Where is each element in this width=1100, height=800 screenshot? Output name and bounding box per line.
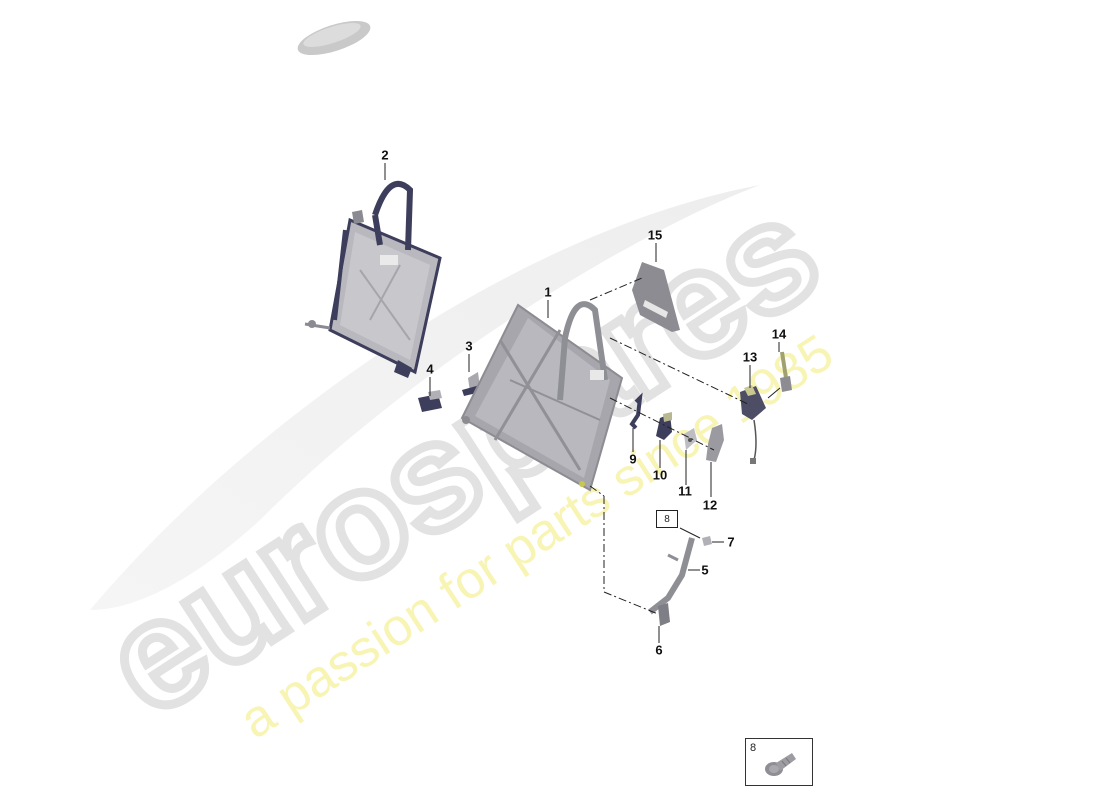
part-6-end-cap bbox=[658, 603, 670, 626]
assembly-lines bbox=[589, 277, 751, 615]
part-7-washer bbox=[702, 536, 712, 546]
callout-15[interactable]: 15 bbox=[647, 227, 663, 243]
callout-2[interactable]: 2 bbox=[381, 147, 389, 163]
callout-14[interactable]: 14 bbox=[771, 326, 787, 342]
car-silhouette-icon bbox=[297, 20, 371, 56]
callout-11[interactable]: 11 bbox=[678, 483, 692, 499]
part-1-main-frame bbox=[460, 301, 624, 492]
part-14-cable bbox=[780, 351, 792, 392]
callout-5[interactable]: 5 bbox=[701, 562, 709, 578]
callout-7[interactable]: 7 bbox=[727, 534, 735, 550]
legend-part-8[interactable]: 8 bbox=[745, 738, 813, 786]
callout-1[interactable]: 1 bbox=[544, 284, 552, 300]
callout-6[interactable]: 6 bbox=[655, 642, 663, 658]
bolt-icon bbox=[765, 753, 796, 776]
callout-4[interactable]: 4 bbox=[426, 361, 434, 377]
part-2-backrest-frame bbox=[304, 180, 442, 378]
part-10-latch bbox=[656, 412, 672, 440]
part-4-bracket bbox=[418, 390, 442, 412]
part-13-actuator bbox=[740, 385, 766, 464]
callout-8-boxed[interactable]: 8 bbox=[656, 510, 678, 528]
part-9-lever bbox=[629, 392, 643, 430]
callout-3[interactable]: 3 bbox=[465, 338, 473, 354]
part-11-clip bbox=[684, 428, 697, 450]
leader-lines bbox=[384, 163, 781, 643]
callout-13[interactable]: 13 bbox=[742, 349, 758, 365]
part-12-cover bbox=[706, 424, 724, 462]
callout-9[interactable]: 9 bbox=[629, 451, 637, 467]
part-15-bracket bbox=[632, 262, 680, 332]
part-5-rail bbox=[648, 537, 695, 615]
legend-number: 8 bbox=[750, 742, 757, 754]
callout-10[interactable]: 10 bbox=[652, 467, 668, 483]
callout-8-label: 8 bbox=[664, 513, 670, 525]
callout-12[interactable]: 12 bbox=[702, 497, 718, 513]
